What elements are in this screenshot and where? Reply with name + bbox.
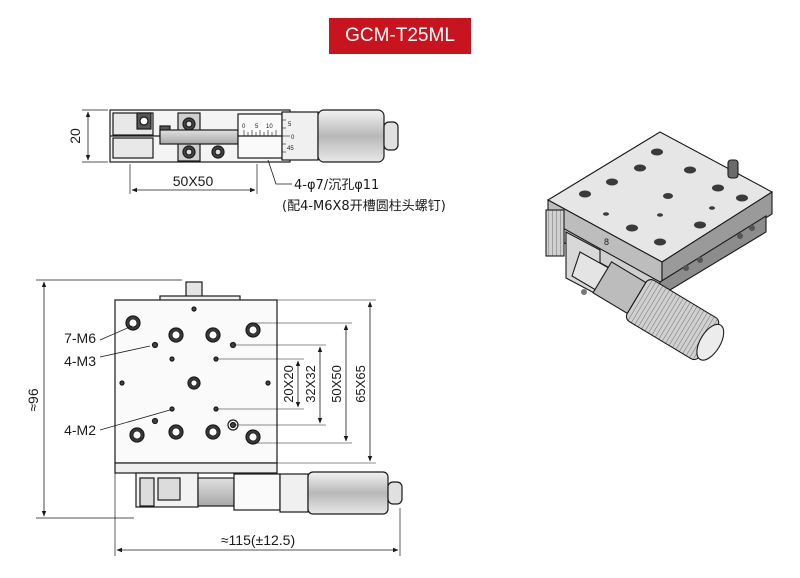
svg-text:45: 45 bbox=[287, 146, 294, 152]
svg-text:5: 5 bbox=[255, 124, 259, 130]
label-m2: 4-M2 bbox=[64, 422, 96, 438]
top-view bbox=[36, 279, 403, 556]
svg-text:0: 0 bbox=[291, 135, 295, 141]
label-m3: 4-M3 bbox=[64, 353, 96, 369]
svg-text:10: 10 bbox=[266, 124, 273, 130]
side-view bbox=[82, 109, 399, 194]
screw-note: (配4-M6X8开槽圆柱头螺钉) bbox=[282, 199, 446, 214]
dim-width-total: ≈115(±12.5) bbox=[221, 532, 295, 548]
dim-20x20: 20X20 bbox=[281, 365, 296, 403]
side-width-label: 50X50 bbox=[173, 173, 214, 189]
svg-text:5: 5 bbox=[288, 122, 292, 128]
dim-50x50: 50X50 bbox=[329, 365, 344, 403]
dim-height-total: ≈96 bbox=[25, 388, 41, 411]
micrometer-scale: 0 5 10 5 0 45 bbox=[242, 122, 295, 152]
hole-note: 4-φ7/沉孔φ11 bbox=[294, 178, 379, 193]
page-title: GCM-T25ML bbox=[329, 18, 471, 54]
side-height-label: 20 bbox=[67, 128, 83, 144]
iso-view bbox=[545, 131, 774, 361]
iso-marking: 8 bbox=[604, 237, 609, 247]
svg-text:0: 0 bbox=[242, 124, 246, 130]
label-m6: 7-M6 bbox=[64, 330, 96, 346]
dim-65x65: 65X65 bbox=[353, 365, 368, 403]
dim-32x32: 32X32 bbox=[303, 365, 318, 403]
